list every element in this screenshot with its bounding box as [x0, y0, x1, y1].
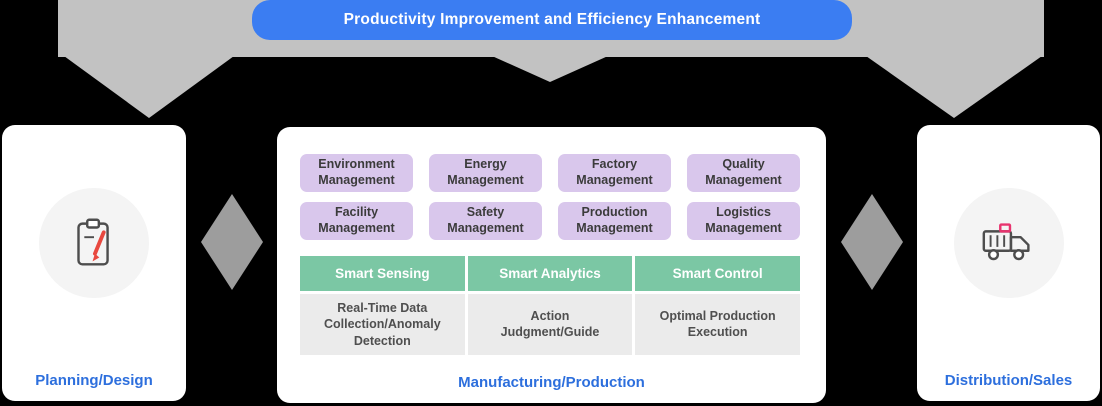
- diamond-connector-right: [841, 194, 903, 290]
- smart-sensing-header: Smart Sensing: [300, 256, 465, 291]
- chip-environment-management: Environment Management: [300, 154, 413, 192]
- planning-design-card: Planning/Design: [2, 125, 186, 401]
- down-arrow-center-icon: [492, 56, 608, 82]
- manufacturing-production-card: Environment Management Energy Management…: [277, 127, 826, 403]
- smart-functions-table: Smart Sensing Smart Analytics Smart Cont…: [300, 256, 800, 355]
- chip-production-management: Production Management: [558, 202, 671, 240]
- distribution-sales-card: Distribution/Sales: [917, 125, 1100, 401]
- clipboard-pencil-icon: [77, 218, 109, 266]
- diamond-connector-left: [201, 194, 263, 290]
- smart-sensing-description: Real-Time Data Collection/Anomaly Detect…: [300, 294, 465, 355]
- chip-quality-management: Quality Management: [687, 154, 800, 192]
- delivery-truck-icon: [982, 223, 1030, 261]
- planning-design-label: Planning/Design: [35, 372, 153, 389]
- distribution-icon-circle: [953, 188, 1064, 298]
- chip-energy-management: Energy Management: [429, 154, 542, 192]
- chip-logistics-management: Logistics Management: [687, 202, 800, 240]
- management-areas: Environment Management Energy Management…: [300, 154, 800, 240]
- manufacturing-production-label: Manufacturing/Production: [458, 374, 645, 391]
- chip-facility-management: Facility Management: [300, 202, 413, 240]
- smart-control-header: Smart Control: [635, 256, 800, 291]
- banner-title: Productivity Improvement and Efficiency …: [343, 11, 761, 28]
- smart-control-description: Optimal Production Execution: [635, 294, 800, 355]
- distribution-sales-label: Distribution/Sales: [944, 372, 1073, 389]
- chip-safety-management: Safety Management: [429, 202, 542, 240]
- chip-factory-management: Factory Management: [558, 154, 671, 192]
- smart-analytics-description: Action Judgment/Guide: [467, 294, 633, 355]
- banner: Productivity Improvement and Efficiency …: [252, 0, 852, 40]
- planning-icon-circle: [39, 188, 149, 298]
- down-arrow-right-icon: [866, 56, 1042, 118]
- down-arrow-left-icon: [64, 56, 234, 118]
- smart-analytics-header: Smart Analytics: [467, 256, 633, 291]
